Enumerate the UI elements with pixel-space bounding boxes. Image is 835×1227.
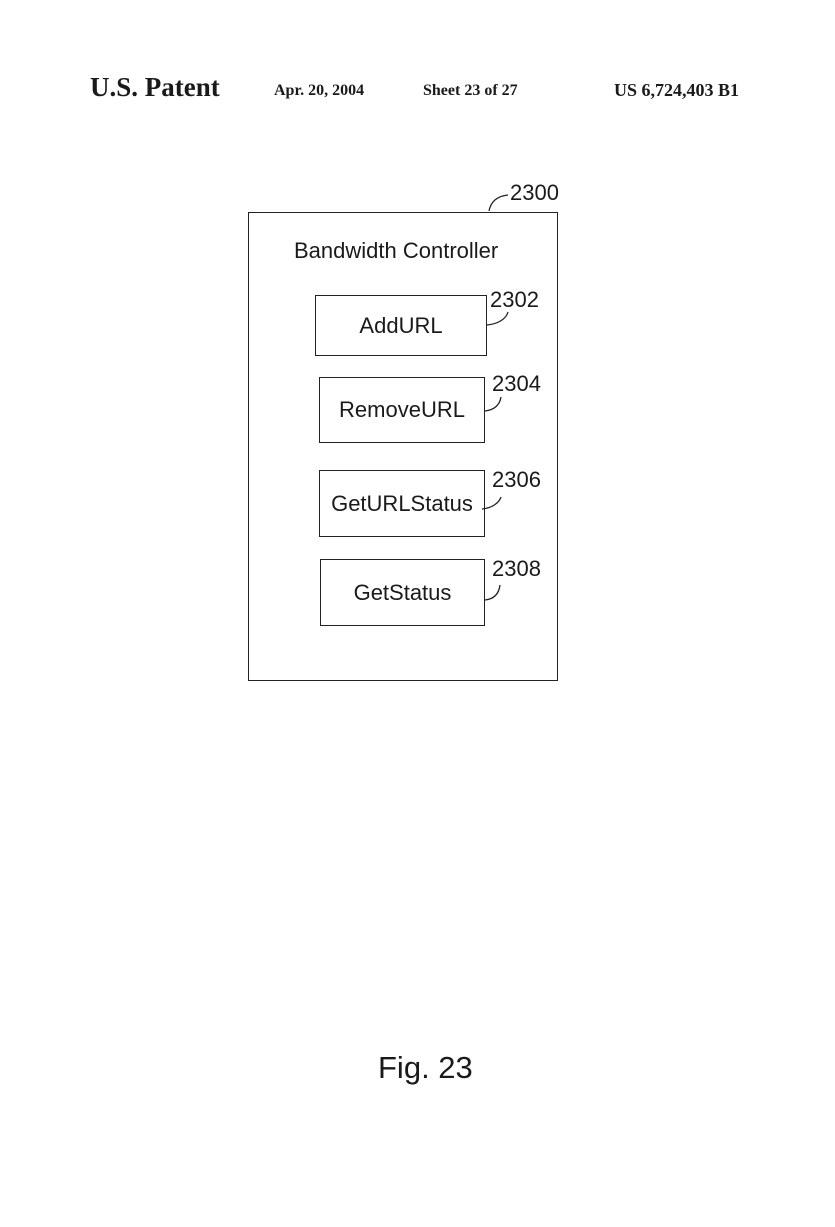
geturlstatus-box: GetURLStatus [319,470,485,537]
reference-numeral-geturlstatus: 2306 [492,467,541,492]
reference-numeral-removeurl: 2304 [492,371,541,396]
bandwidth-controller-box [248,212,558,681]
figure-label: Fig. 23 [378,1050,473,1085]
reference-numeral-addurl: 2302 [490,287,539,312]
bandwidth-controller-title: Bandwidth Controller [294,238,499,263]
leader-line-outer [488,194,509,212]
addurl-box: AddURL [315,295,487,356]
removeurl-box: RemoveURL [319,377,485,443]
patent-label: U.S. Patent [90,72,220,102]
patent-date: Apr. 20, 2004 [274,82,365,99]
sheet-number: Sheet 23 of 27 [423,82,518,99]
reference-numeral-outer: 2300 [510,180,559,205]
getstatus-box: GetStatus [320,559,485,626]
patent-number: US 6,724,403 B1 [614,80,740,100]
reference-numeral-getstatus: 2308 [492,556,541,581]
